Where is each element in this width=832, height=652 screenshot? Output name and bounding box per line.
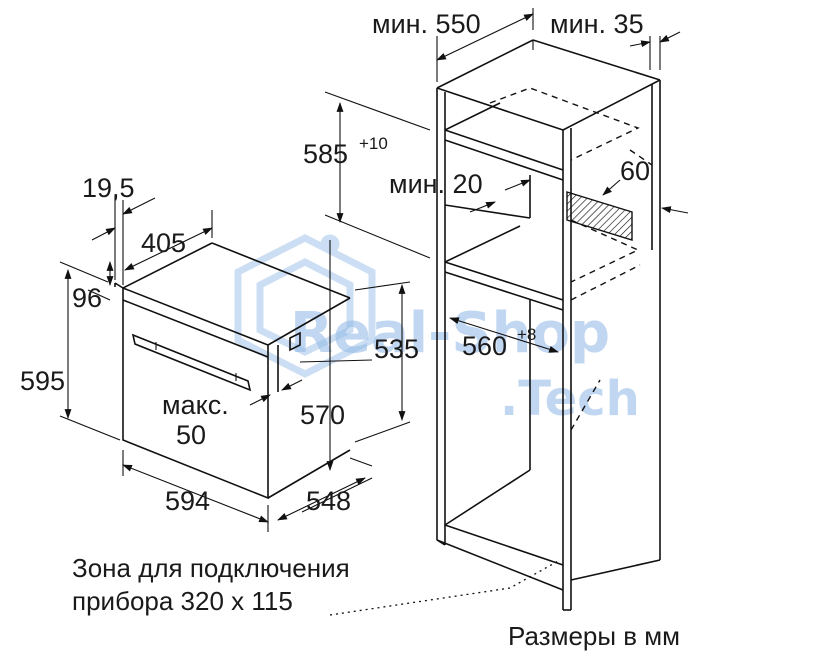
label-594: 594 [165, 486, 210, 516]
units-note: Размеры в мм [508, 621, 680, 651]
label-548: 548 [306, 486, 351, 516]
connection-zone-line-1: Зона для подключения [72, 553, 350, 583]
tall-cabinet [436, 39, 661, 611]
dimension-labels: мин. 550 мин. 35 585 +10 мин. 20 60 19,5… [20, 9, 680, 651]
label-595: 595 [20, 366, 65, 396]
label-560-tolerance: +8 [517, 325, 536, 344]
label-max: макс. [162, 390, 229, 420]
watermark-brand: Real-Shop [290, 301, 610, 366]
dimension-lines [59, 8, 689, 616]
label-585: 585 [303, 139, 348, 169]
label-60: 60 [620, 156, 650, 186]
label-585-tolerance: +10 [359, 134, 388, 153]
label-560: 560 [462, 331, 507, 361]
label-min-550: мин. 550 [372, 9, 481, 39]
label-405: 405 [141, 228, 186, 258]
label-535: 535 [374, 334, 419, 364]
label-96: 96 [72, 283, 102, 313]
connection-zone-line-2: прибора 320 x 115 [72, 586, 293, 616]
label-min-35: мин. 35 [550, 9, 644, 39]
watermark-domain: .Tech [500, 371, 640, 427]
label-19-5: 19,5 [82, 173, 135, 203]
watermark: Real-Shop .Tech [234, 234, 640, 427]
label-min-20: мин. 20 [389, 169, 483, 199]
label-570: 570 [300, 400, 345, 430]
label-50: 50 [176, 420, 206, 450]
